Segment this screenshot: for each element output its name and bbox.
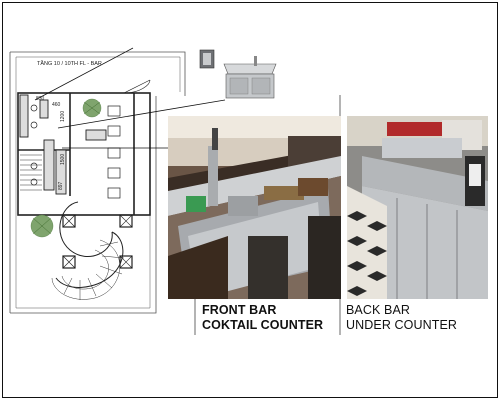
dimension-label: 1500 bbox=[60, 153, 66, 165]
front-bar-photo bbox=[168, 116, 341, 299]
dimension-label: 460 bbox=[52, 102, 61, 108]
front-bar-caption-line: FRONT BAR bbox=[202, 303, 277, 317]
front-bar-caption-line: COKTAIL COUNTER bbox=[202, 318, 324, 332]
dimension-label: 830 bbox=[36, 96, 45, 102]
back-bar-caption: BACK BAR UNDER COUNTER bbox=[346, 303, 457, 333]
dimension-label: 897 bbox=[58, 181, 64, 190]
back-bar-caption-line: BACK BAR bbox=[346, 303, 411, 317]
dimension-label: 1200 bbox=[60, 110, 66, 122]
floor-level-label: TẦNG 10 / 10TH FL - BAR bbox=[37, 61, 102, 67]
front-bar-caption: FRONT BAR COKTAIL COUNTER bbox=[202, 303, 323, 333]
back-bar-photo bbox=[347, 116, 488, 299]
sink-fixture-icon bbox=[199, 49, 277, 99]
back-bar-caption-line: UNDER COUNTER bbox=[346, 318, 458, 332]
